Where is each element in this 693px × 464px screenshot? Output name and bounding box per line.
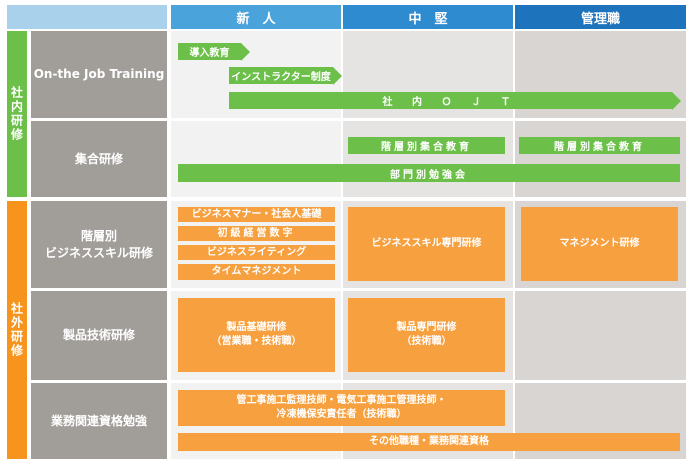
row-label-product: 製品技術研修 bbox=[31, 291, 167, 380]
arrow-head bbox=[333, 66, 342, 85]
bar-intro-education: 導入教育 bbox=[178, 43, 241, 60]
bar-internal-ojt: 社 内 Ｏ Ｊ Ｔ bbox=[229, 92, 672, 109]
bar-product-specialist: 製品専門研修 （技術職） bbox=[348, 298, 505, 372]
bar-certification-main: 管工事施工監理技師・電気工事施工管理技師・ 冷凍機保安責任者（技術職） bbox=[178, 390, 505, 426]
row-divider bbox=[171, 197, 686, 201]
arrow-head bbox=[241, 42, 250, 61]
category-external: 社外研修 bbox=[7, 201, 27, 459]
row-divider bbox=[171, 118, 686, 121]
bar-instructor-system: インストラクター制度 bbox=[229, 67, 333, 84]
bar-business-skill-specialist: ビジネススキル専門研修 bbox=[348, 207, 505, 281]
bar-tier-group-mid: 階層別集合教育 bbox=[348, 137, 505, 154]
row-label-cert: 業務関連資格勉強 bbox=[31, 383, 167, 459]
bar-business-writing: ビジネスライティング bbox=[178, 245, 335, 260]
bar-certification-other: その他職種・業務関連資格 bbox=[178, 433, 680, 451]
bar-management-training: マネジメント研修 bbox=[521, 207, 678, 281]
bar-time-management: タイムマネジメント bbox=[178, 264, 335, 280]
bar-management-numbers: 初級経営数字 bbox=[178, 226, 335, 241]
header-corner bbox=[7, 5, 167, 29]
bar-business-manners: ビジネスマナー・社会人基礎 bbox=[178, 207, 335, 222]
bar-department-study: 部門別勉強会 bbox=[178, 164, 680, 182]
bar-tier-group-manager: 階層別集合教育 bbox=[519, 137, 680, 154]
row-divider bbox=[171, 380, 686, 383]
header-new: 新 人 bbox=[171, 5, 341, 29]
arrow-head bbox=[672, 91, 681, 110]
row-label-level: 階層別 ビジネススキル研修 bbox=[31, 201, 167, 288]
row-label-ojt: On-the Job Training bbox=[31, 31, 167, 118]
category-internal: 社内研修 bbox=[7, 31, 27, 197]
header-mid: 中 堅 bbox=[343, 5, 513, 29]
row-divider bbox=[171, 288, 686, 291]
bar-product-basic: 製品基礎研修 （営業職・技術職） bbox=[178, 298, 335, 372]
row-label-group: 集合研修 bbox=[31, 121, 167, 197]
header-manager: 管理職 bbox=[515, 5, 686, 29]
